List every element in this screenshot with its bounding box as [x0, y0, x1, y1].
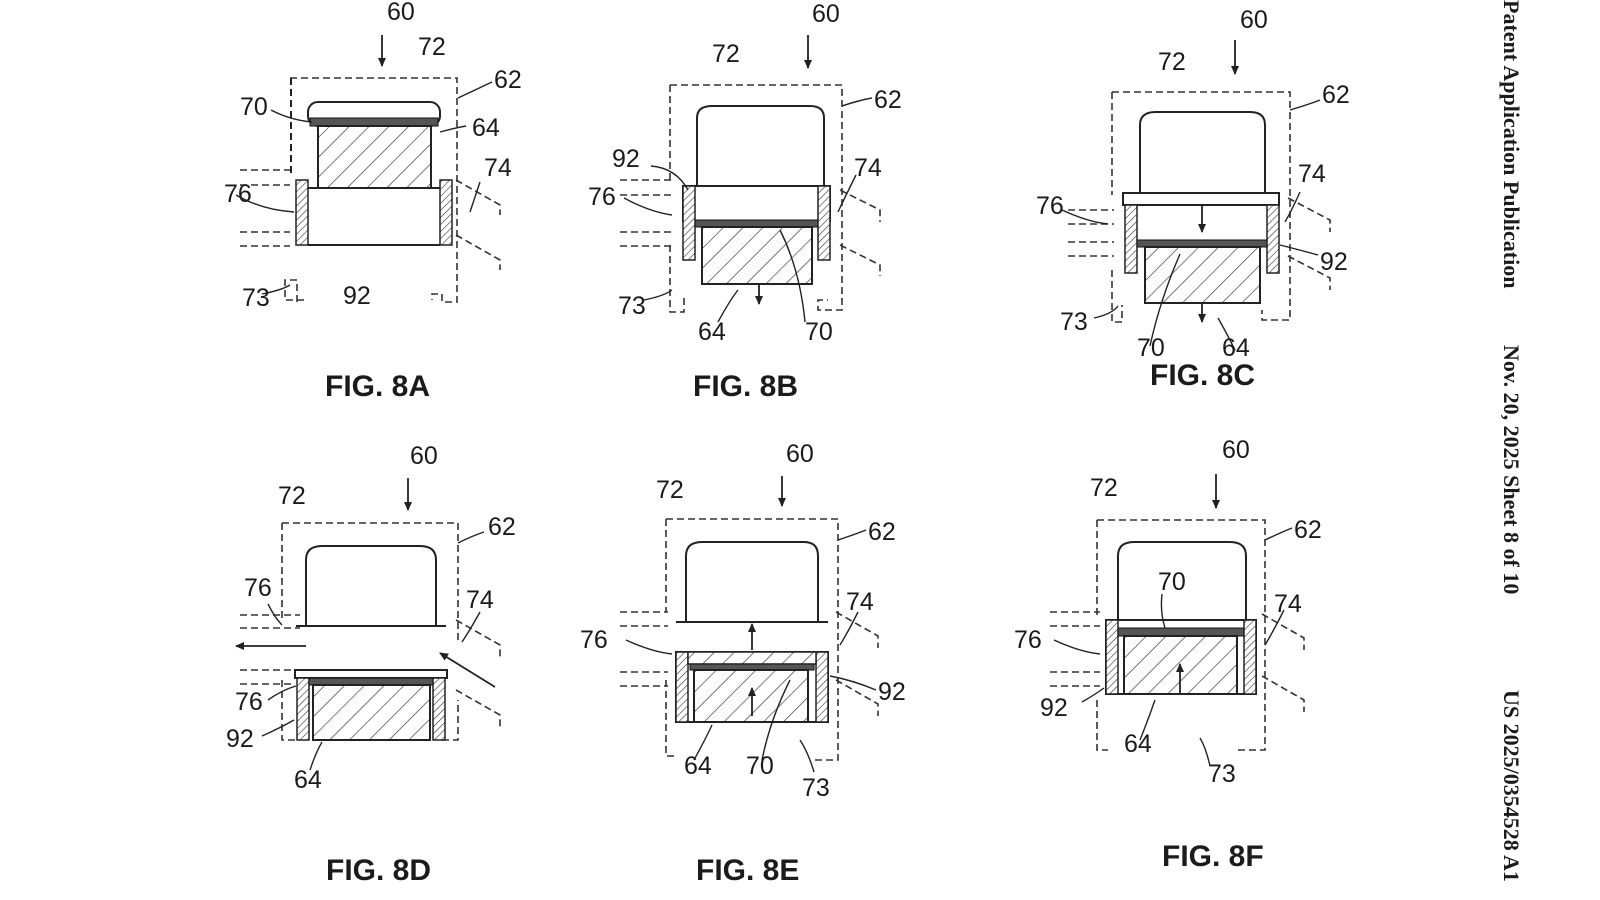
label-64: 64	[472, 114, 500, 142]
label-72: 72	[418, 33, 446, 61]
figure-8f: 60 72 62 70 74 76 92 64 73 FIG. 8F	[1014, 436, 1322, 873]
label-74: 74	[1274, 590, 1302, 618]
figure-8b: 60 72 62 92 74 76 73 64 70 FIG. 8B	[588, 0, 902, 403]
label-70: 70	[1137, 334, 1165, 362]
caption-fig-8e: FIG. 8E	[696, 854, 799, 887]
label-70: 70	[805, 318, 833, 346]
label-92: 92	[343, 282, 371, 310]
label-60: 60	[812, 0, 840, 28]
label-73: 73	[1060, 308, 1088, 336]
label-72: 72	[712, 40, 740, 68]
label-74: 74	[846, 588, 874, 616]
label-76: 76	[235, 688, 263, 716]
label-92: 92	[1320, 248, 1348, 276]
label-62: 62	[874, 86, 902, 114]
sheet-header: Patent Application Publication Nov. 20, …	[1499, 0, 1524, 882]
caption-fig-8b: FIG. 8B	[693, 370, 798, 403]
label-72: 72	[656, 476, 684, 504]
caption-fig-8d: FIG. 8D	[326, 854, 431, 887]
label-64: 64	[684, 752, 712, 780]
label-73: 73	[618, 292, 646, 320]
label-62: 62	[1294, 516, 1322, 544]
label-76: 76	[1014, 626, 1042, 654]
label-76: 76	[580, 626, 608, 654]
label-74: 74	[466, 586, 494, 614]
label-72: 72	[278, 482, 306, 510]
label-92: 92	[1040, 694, 1068, 722]
label-60: 60	[786, 440, 814, 468]
label-72: 72	[1158, 48, 1186, 76]
label-73: 73	[802, 774, 830, 802]
figure-8a: 60 72 62 70 64 74 76 73 92 FIG. 8A	[224, 0, 522, 403]
label-62: 62	[488, 513, 516, 541]
label-60: 60	[1240, 6, 1268, 34]
figure-8d: 60 72 62 76 74 76 92 64 FIG. 8D	[226, 442, 516, 887]
label-64: 64	[698, 318, 726, 346]
publication-number: US 2025/0354528 A1	[1499, 690, 1524, 882]
label-60: 60	[410, 442, 438, 470]
label-62: 62	[494, 66, 522, 94]
label-62: 62	[1322, 81, 1350, 109]
caption-fig-8c: FIG. 8C	[1150, 359, 1255, 392]
label-64: 64	[1222, 334, 1250, 362]
label-92: 92	[226, 725, 254, 753]
label-76: 76	[588, 183, 616, 211]
label-76: 76	[1036, 192, 1064, 220]
label-70: 70	[746, 752, 774, 780]
label-74: 74	[1298, 160, 1326, 188]
label-60: 60	[387, 0, 415, 26]
label-73: 73	[242, 284, 270, 312]
label-92: 92	[878, 678, 906, 706]
figure-8e: 60 72 62 74 76 92 64 70 73 FIG. 8E	[580, 440, 906, 887]
label-64: 64	[294, 766, 322, 794]
caption-fig-8f: FIG. 8F	[1162, 840, 1264, 873]
caption-fig-8a: FIG. 8A	[325, 370, 430, 403]
label-64: 64	[1124, 730, 1152, 758]
publication-date-sheet: Nov. 20, 2025 Sheet 8 of 10	[1499, 345, 1524, 594]
label-76: 76	[224, 180, 252, 208]
label-72: 72	[1090, 474, 1118, 502]
figure-8c: 60 72 62 74 76 92 73 70 64 FIG. 8C	[1036, 6, 1350, 392]
label-74: 74	[484, 154, 512, 182]
label-70: 70	[240, 93, 268, 121]
publication-title: Patent Application Publication	[1499, 0, 1524, 288]
label-92: 92	[612, 145, 640, 173]
label-62: 62	[868, 518, 896, 546]
label-76: 76	[244, 574, 272, 602]
label-70: 70	[1158, 568, 1186, 596]
label-60: 60	[1222, 436, 1250, 464]
label-74: 74	[854, 154, 882, 182]
label-73: 73	[1208, 760, 1236, 788]
